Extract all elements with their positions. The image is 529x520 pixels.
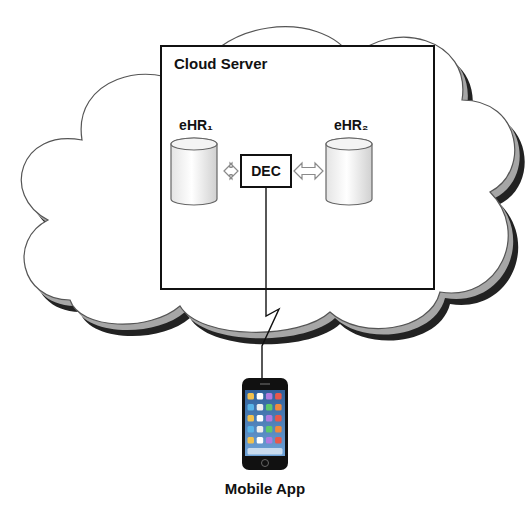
app-icon xyxy=(248,426,255,433)
app-icon xyxy=(257,437,264,444)
cylinder-shape xyxy=(325,137,373,207)
smartphone-icon xyxy=(242,378,288,470)
app-icon xyxy=(248,404,255,411)
app-dock xyxy=(248,448,283,455)
app-icon xyxy=(266,404,273,411)
app-icon xyxy=(275,393,282,400)
app-icon xyxy=(257,404,264,411)
cylinder-top xyxy=(326,138,372,150)
app-icon xyxy=(257,426,264,433)
app-icon xyxy=(275,437,282,444)
app-icon xyxy=(266,415,273,422)
wireless-link xyxy=(262,188,279,378)
app-icon xyxy=(275,426,282,433)
app-icon xyxy=(248,415,255,422)
app-icon xyxy=(248,437,255,444)
app-icon xyxy=(257,415,264,422)
box-label: DEC xyxy=(251,163,281,179)
cylinder-body xyxy=(326,138,372,205)
mobile-device: Mobile App xyxy=(205,378,325,497)
app-icon xyxy=(257,393,264,400)
node-label: Mobile App xyxy=(205,480,325,497)
double-block-arrow xyxy=(294,163,323,179)
node-label: eHR₂ xyxy=(325,117,377,133)
app-icon xyxy=(248,393,255,400)
cylinder-shape xyxy=(170,137,218,207)
phone-body xyxy=(242,378,288,470)
app-icon xyxy=(266,426,273,433)
home-button xyxy=(262,460,269,467)
region-title: Cloud Server xyxy=(162,47,433,80)
database-cylinder: eHR₂ xyxy=(325,117,377,207)
phone-speaker xyxy=(260,383,270,385)
double-block-arrow xyxy=(224,163,238,179)
node-label: eHR₁ xyxy=(170,117,222,133)
app-icon xyxy=(266,437,273,444)
cloud-outline xyxy=(21,27,514,333)
cylinder-body xyxy=(171,138,217,205)
process-box: DEC xyxy=(240,154,292,188)
phone-screen xyxy=(245,390,285,456)
app-icon xyxy=(275,415,282,422)
app-icon xyxy=(266,393,273,400)
cylinder-top xyxy=(171,138,217,150)
server-box: Cloud Server eHR₁ DEC eHR₂ xyxy=(160,45,435,290)
app-icon xyxy=(275,404,282,411)
database-cylinder: eHR₁ xyxy=(170,117,222,207)
